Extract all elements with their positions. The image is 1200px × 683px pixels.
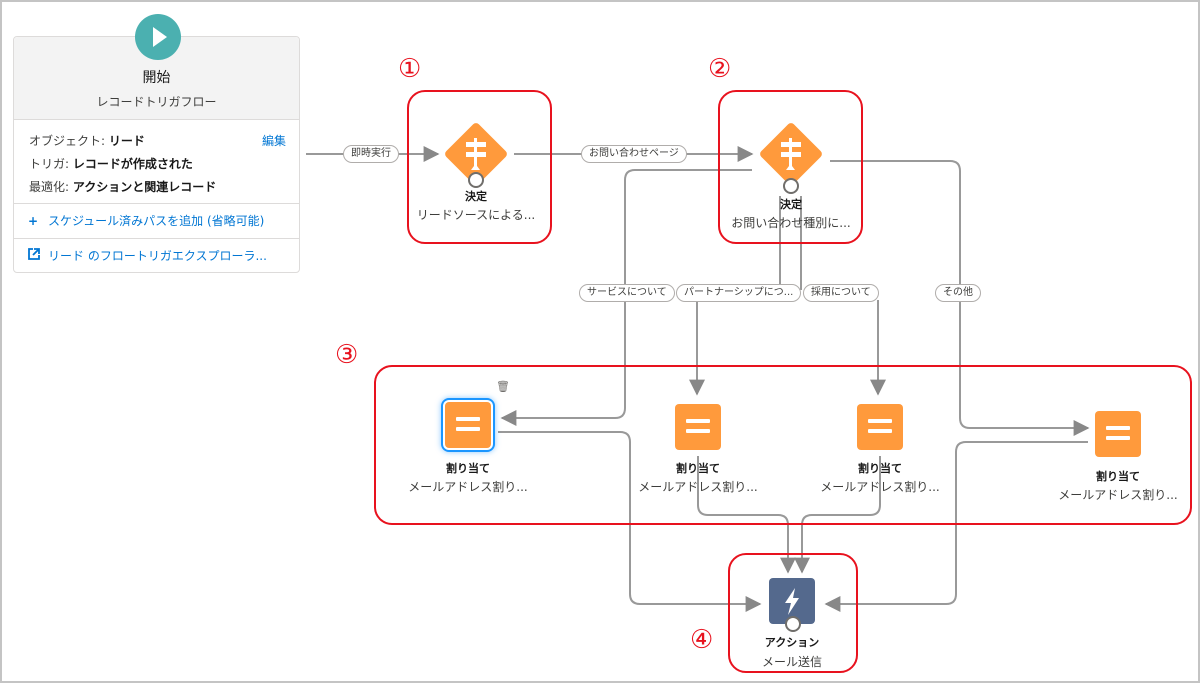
connector-label-other[interactable]: その他 (935, 284, 981, 302)
external-link-icon (28, 239, 44, 273)
node-name-label: メールアドレス割り... (820, 480, 940, 494)
add-element-circle[interactable] (783, 178, 799, 194)
node-type-label: 割り当て (446, 462, 490, 475)
annotation-number-4: ④ (690, 625, 714, 655)
highlight-box-3 (374, 365, 1192, 525)
trigger-label: トリガ: (29, 157, 73, 171)
start-card[interactable]: 開始 レコードトリガフロー オブジェクト: リード トリガ: レコードが作成され… (13, 14, 300, 273)
connector-label-partnership[interactable]: パートナーシップにつ... (676, 284, 802, 302)
annotation-number-1: ① (398, 54, 422, 84)
trash-icon[interactable]: 🗑 (496, 380, 510, 393)
object-label: オブジェクト: (29, 134, 109, 148)
assignment-icon (445, 402, 491, 448)
edit-link[interactable]: 編集 (261, 134, 286, 148)
assignment-icon (1095, 411, 1141, 457)
node-type-label: 割り当て (676, 462, 720, 475)
node-type-label: 決定 (465, 190, 487, 203)
play-icon (135, 14, 181, 60)
node-name-label: メールアドレス割り... (408, 480, 528, 494)
connector-label-inquiry-page[interactable]: お問い合わせページ (581, 145, 687, 163)
highlight-box-1 (407, 90, 552, 244)
node-type-label: アクション (764, 636, 820, 649)
node-name-label: お問い合わせ種別に... (731, 216, 851, 230)
annotation-number-2: ② (708, 54, 732, 84)
annotation-number-3: ③ (335, 340, 359, 370)
node-name-label: メールアドレス割り... (638, 480, 758, 494)
optimize-value: アクションと関連レコード (72, 180, 217, 194)
assignment-icon (857, 404, 903, 450)
node-type-label: 決定 (780, 198, 802, 211)
trigger-value: レコードが作成された (72, 157, 193, 171)
lightning-bolt-icon (785, 588, 799, 615)
trigger-row: トリガ: レコードが作成された (29, 153, 285, 176)
explorer-label: リード のフロートリガエクスプローラ... (48, 249, 267, 263)
add-element-circle[interactable] (785, 616, 801, 632)
add-path-label: スケジュール済みパスを追加 (省略可能) (48, 214, 265, 228)
trigger-explorer-link[interactable]: リード のフロートリガエクスプローラ... (14, 239, 299, 273)
start-details: オブジェクト: リード トリガ: レコードが作成された 最適化: アクションと関… (14, 120, 299, 204)
add-scheduled-path-link[interactable]: + スケジュール済みパスを追加 (省略可能) (14, 204, 299, 239)
node-type-label: 割り当て (858, 462, 902, 475)
connector-partnership (697, 196, 781, 394)
connector-assign2-to-action (697, 456, 796, 574)
decision-signpost-glyph (781, 138, 801, 170)
connector-assign1-to-action (498, 431, 762, 612)
start-title: 開始 (142, 70, 171, 86)
node-name-label: メール送信 (761, 655, 822, 669)
connector-assign3-to-action (794, 456, 881, 574)
optimize-label: 最適化: (29, 180, 73, 194)
connector-label-immediate[interactable]: 即時実行 (343, 145, 399, 163)
connector-label-service[interactable]: サービスについて (579, 284, 675, 302)
optimize-row: 最適化: アクションと関連レコード (29, 176, 285, 199)
add-element-circle[interactable] (468, 172, 484, 188)
start-subtitle: レコードトリガフロー (96, 95, 217, 109)
highlight-box-4 (728, 553, 858, 673)
decision-signpost-glyph (466, 138, 486, 170)
highlight-box-2 (718, 90, 863, 244)
node-name-label: リードソースによる... (416, 208, 536, 222)
node-type-label: 割り当て (1096, 470, 1140, 483)
object-value: リード (108, 134, 145, 148)
plus-icon: + (28, 214, 39, 228)
node-name-label: メールアドレス割り... (1058, 488, 1178, 502)
connector-label-recruit[interactable]: 採用について (803, 284, 879, 302)
assignment-icon (675, 404, 721, 450)
object-row: オブジェクト: リード (29, 130, 285, 153)
